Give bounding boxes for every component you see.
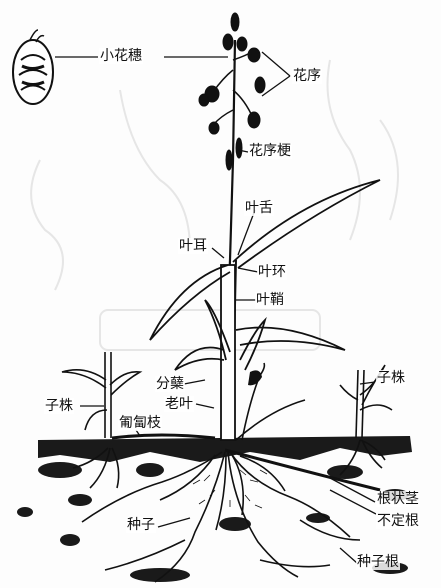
label-rhizome: 根状茎 (376, 491, 420, 507)
label-sheath: 叶鞘 (255, 292, 285, 308)
label-daughter-plant-left: 子株 (44, 398, 74, 414)
main-culm (221, 40, 236, 440)
label-auricle: 叶耳 (178, 238, 208, 254)
label-adventitious-root: 不定根 (376, 513, 420, 529)
label-seed: 种子 (126, 517, 156, 533)
label-peduncle: 花序梗 (248, 143, 292, 159)
label-stolon: 匍匐枝 (118, 415, 162, 431)
roots (73, 440, 385, 582)
label-old-leaf: 老叶 (164, 396, 194, 412)
label-tiller: 分蘖 (155, 376, 185, 392)
stolon-line (112, 435, 215, 438)
background-sketch (31, 60, 398, 350)
label-spikelet: 小花穗 (99, 48, 143, 64)
label-seminal-root: 种子根 (356, 554, 400, 570)
tiller-bud (248, 370, 262, 385)
label-daughter-plant-right: 子株 (376, 370, 406, 386)
tiller-shoot (236, 363, 305, 440)
spikelet-inset (13, 30, 53, 104)
label-ligule: 叶舌 (244, 200, 274, 216)
label-collar: 叶环 (257, 264, 287, 280)
label-panicle: 花序 (292, 68, 322, 84)
